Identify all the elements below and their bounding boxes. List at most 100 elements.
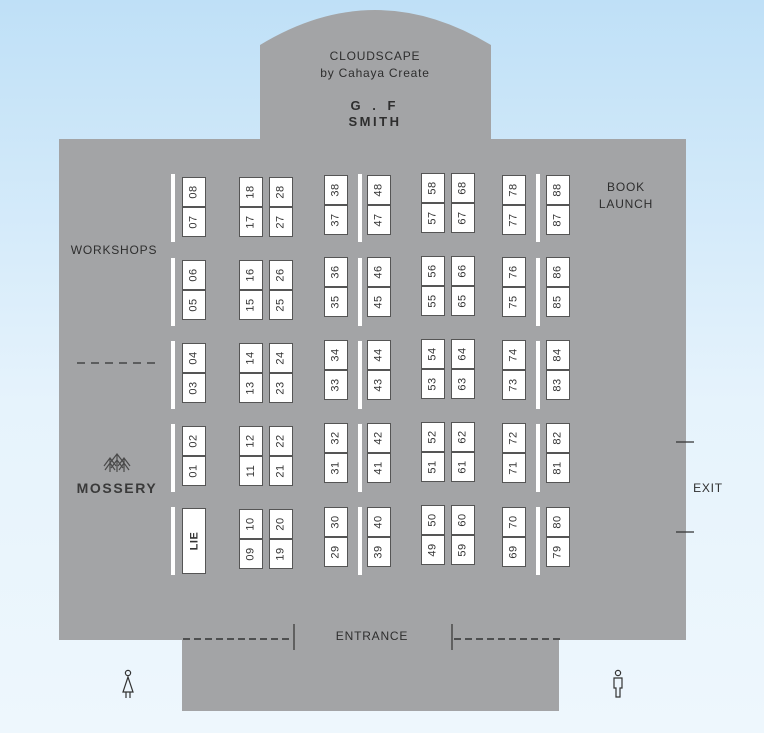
stall-03[interactable]: 03 (182, 373, 206, 403)
stall-83[interactable]: 83 (546, 370, 570, 400)
stall-14[interactable]: 14 (239, 343, 263, 373)
cloudscape-title: CLOUDSCAPE (329, 49, 421, 63)
stall-37[interactable]: 37 (324, 205, 348, 235)
stall-23[interactable]: 23 (269, 373, 293, 403)
stall-81[interactable]: 81 (546, 453, 570, 483)
stall-49[interactable]: 49 (421, 535, 445, 565)
stall-17[interactable]: 17 (239, 207, 263, 237)
stall-26[interactable]: 26 (269, 260, 293, 290)
wall (536, 507, 540, 575)
stall-09[interactable]: 09 (239, 539, 263, 569)
stall-63[interactable]: 63 (451, 369, 475, 399)
stall-53[interactable]: 53 (421, 369, 445, 399)
stall-28[interactable]: 28 (269, 177, 293, 207)
stall-88[interactable]: 88 (546, 175, 570, 205)
stall-05[interactable]: 05 (182, 290, 206, 320)
stall-44[interactable]: 44 (367, 340, 391, 370)
stall-76[interactable]: 76 (502, 257, 526, 287)
stall-32[interactable]: 32 (324, 423, 348, 453)
stall-04[interactable]: 04 (182, 343, 206, 373)
stall-39[interactable]: 39 (367, 537, 391, 567)
stall-50[interactable]: 50 (421, 505, 445, 535)
wall (358, 258, 362, 326)
stall-34[interactable]: 34 (324, 340, 348, 370)
stall-56[interactable]: 56 (421, 256, 445, 286)
stall-21[interactable]: 21 (269, 456, 293, 486)
stall-20[interactable]: 20 (269, 509, 293, 539)
stall-71[interactable]: 71 (502, 453, 526, 483)
stall-10[interactable]: 10 (239, 509, 263, 539)
stall-79[interactable]: 79 (546, 537, 570, 567)
stall-27[interactable]: 27 (269, 207, 293, 237)
entrance-label: ENTRANCE (335, 629, 409, 643)
stall-16[interactable]: 16 (239, 260, 263, 290)
stall-58[interactable]: 58 (421, 173, 445, 203)
stall-67[interactable]: 67 (451, 203, 475, 233)
stall-43[interactable]: 43 (367, 370, 391, 400)
wall (171, 507, 175, 575)
stall-02[interactable]: 02 (182, 426, 206, 456)
female-person-icon (122, 669, 134, 698)
stall-57[interactable]: 57 (421, 203, 445, 233)
stall-87[interactable]: 87 (546, 205, 570, 235)
stall-61[interactable]: 61 (451, 452, 475, 482)
stall-64[interactable]: 64 (451, 339, 475, 369)
workshops-label: WORKSHOPS (70, 243, 158, 257)
stall-70[interactable]: 70 (502, 507, 526, 537)
stall-52[interactable]: 52 (421, 422, 445, 452)
stall-72[interactable]: 72 (502, 423, 526, 453)
stall-85[interactable]: 85 (546, 287, 570, 317)
stall-68[interactable]: 68 (451, 173, 475, 203)
stall-86[interactable]: 86 (546, 257, 570, 287)
stall-78[interactable]: 78 (502, 175, 526, 205)
stall-59[interactable]: 59 (451, 535, 475, 565)
stall-15[interactable]: 15 (239, 290, 263, 320)
stall-75[interactable]: 75 (502, 287, 526, 317)
stall-40[interactable]: 40 (367, 507, 391, 537)
stall-36[interactable]: 36 (324, 257, 348, 287)
stall-13[interactable]: 13 (239, 373, 263, 403)
stall-19[interactable]: 19 (269, 539, 293, 569)
wall (171, 424, 175, 492)
stall-08[interactable]: 08 (182, 177, 206, 207)
stall-06[interactable]: 06 (182, 260, 206, 290)
stall-82[interactable]: 82 (546, 423, 570, 453)
stall-51[interactable]: 51 (421, 452, 445, 482)
stall-lie[interactable]: LIE (182, 508, 206, 574)
stall-73[interactable]: 73 (502, 370, 526, 400)
stall-33[interactable]: 33 (324, 370, 348, 400)
stall-35[interactable]: 35 (324, 287, 348, 317)
stall-74[interactable]: 74 (502, 340, 526, 370)
stall-24[interactable]: 24 (269, 343, 293, 373)
stall-54[interactable]: 54 (421, 339, 445, 369)
stall-01[interactable]: 01 (182, 456, 206, 486)
stall-55[interactable]: 55 (421, 286, 445, 316)
stall-66[interactable]: 66 (451, 256, 475, 286)
stall-25[interactable]: 25 (269, 290, 293, 320)
stall-11[interactable]: 11 (239, 456, 263, 486)
stall-47[interactable]: 47 (367, 205, 391, 235)
stall-42[interactable]: 42 (367, 423, 391, 453)
stall-12[interactable]: 12 (239, 426, 263, 456)
stall-38[interactable]: 38 (324, 175, 348, 205)
male-person-icon (613, 669, 623, 698)
stall-48[interactable]: 48 (367, 175, 391, 205)
stall-69[interactable]: 69 (502, 537, 526, 567)
stall-30[interactable]: 30 (324, 507, 348, 537)
stall-46[interactable]: 46 (367, 257, 391, 287)
stall-07[interactable]: 07 (182, 207, 206, 237)
stall-62[interactable]: 62 (451, 422, 475, 452)
stall-31[interactable]: 31 (324, 453, 348, 483)
stall-80[interactable]: 80 (546, 507, 570, 537)
stall-65[interactable]: 65 (451, 286, 475, 316)
stall-22[interactable]: 22 (269, 426, 293, 456)
stall-45[interactable]: 45 (367, 287, 391, 317)
stall-84[interactable]: 84 (546, 340, 570, 370)
wall (358, 174, 362, 242)
wall (358, 507, 362, 575)
stall-41[interactable]: 41 (367, 453, 391, 483)
stall-18[interactable]: 18 (239, 177, 263, 207)
stall-60[interactable]: 60 (451, 505, 475, 535)
stall-29[interactable]: 29 (324, 537, 348, 567)
stall-77[interactable]: 77 (502, 205, 526, 235)
